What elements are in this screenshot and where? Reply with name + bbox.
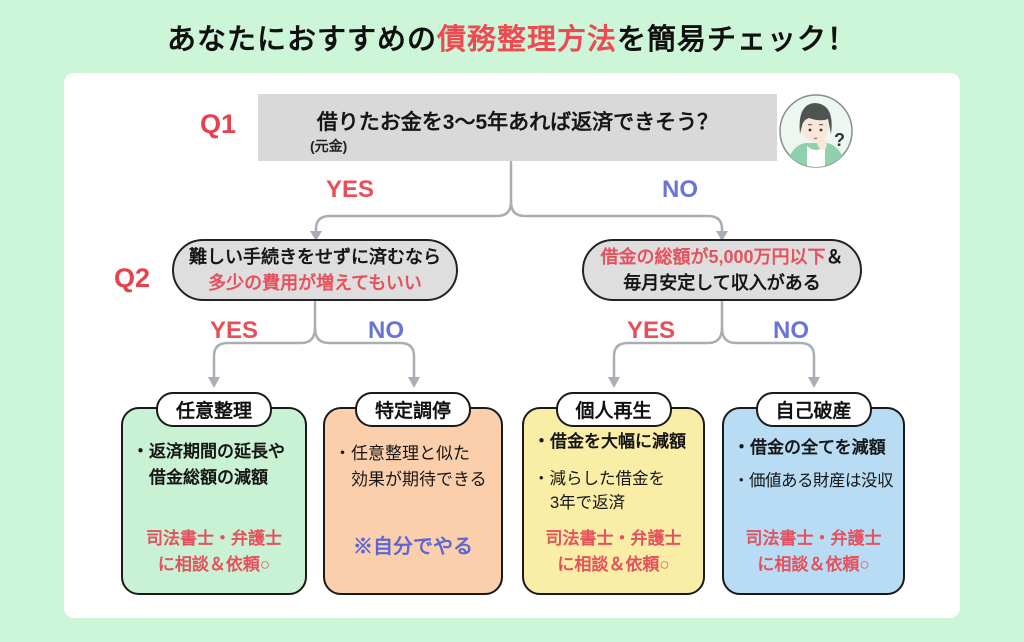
footer-line: に相談＆依頼○ xyxy=(757,554,870,574)
result-box-kojin-saisei: 個人再生 ・借金を大幅に減額 ・減らした借金を 3年で返済 司法書士・弁護士 に… xyxy=(522,392,705,595)
avatar-eye xyxy=(808,128,812,132)
bullet-line: ・減らした借金を xyxy=(533,469,665,488)
avatar-shirt xyxy=(807,146,825,167)
q2-right-line2: 毎月安定して収入がある xyxy=(623,273,821,293)
branch1-no-label: NO xyxy=(662,176,698,203)
q2-right-line1-suffix: ＆ xyxy=(825,246,844,267)
result-title-pill: 特定調停 xyxy=(354,392,472,427)
bullet-line: ・任意整理と似た xyxy=(334,444,470,463)
q1-note: (元金) xyxy=(310,137,348,154)
avatar-brow xyxy=(818,124,824,126)
q2-right-line1: 借金の総額が5,000万円以下＆ xyxy=(584,244,860,270)
branch2-right-yes-label: YES xyxy=(626,317,676,344)
branch2-left-yes-label: YES xyxy=(209,317,259,344)
q1-question-box: 借りたお金を3〜5年あれば返済できそう？ (元金) xyxy=(258,94,777,161)
title-highlight: 債務整理方法 xyxy=(436,24,617,56)
thinking-person-avatar: ? xyxy=(777,92,855,170)
result-bullets: ・任意整理と似た 効果が期待できる xyxy=(325,441,501,492)
footer-line: 司法書士・弁護士 xyxy=(146,529,282,548)
bullet-line: 借金総額の減額 xyxy=(149,467,268,487)
result-main-point: ・借金を大幅に減額 xyxy=(533,432,686,451)
footer-line: 司法書士・弁護士 xyxy=(545,529,682,548)
result-footer: ※自分でやる xyxy=(353,536,473,558)
q2-label: Q2 xyxy=(114,263,151,293)
result-bullets: ・減らした借金を 3年で返済 xyxy=(524,467,703,517)
result-footer: 司法書士・弁護士 に相談＆依頼○ xyxy=(546,526,682,577)
result-box-ninni-seiri: 任意整理 ・返済期間の延長や 借金総額の減額 司法書士・弁護士 に相談＆依頼○ xyxy=(121,392,307,595)
title-post: を簡易チェック！ xyxy=(617,24,858,56)
q2-right-condition-box: 借金の総額が5,000万円以下＆ 毎月安定して収入がある xyxy=(582,239,862,301)
avatar-question-mark: ? xyxy=(834,130,845,150)
branch2-right-no-label: NO xyxy=(773,317,809,344)
footer-line: に相談＆依頼○ xyxy=(157,554,271,574)
result-footer: 司法書士・弁護士 に相談＆依頼○ xyxy=(746,526,882,577)
branch2-left-no-label: NO xyxy=(368,317,404,344)
avatar-mouth xyxy=(813,137,818,140)
result-bullets: ・価値ある財産は没収 xyxy=(733,471,894,490)
q2-left-line2: 多少の費用が増えてもいい xyxy=(208,273,422,293)
result-title-pill: 個人再生 xyxy=(555,392,672,427)
result-bullets: ・返済期間の延長や 借金総額の減額 xyxy=(123,439,305,490)
q2-right-line1-highlight: 借金の総額が5,000万円以下 xyxy=(600,246,826,267)
result-title-pill: 任意整理 xyxy=(155,392,273,427)
q1-label: Q1 xyxy=(200,109,237,139)
q2-left-condition-box: 難しい手続きをせずに済むなら 多少の費用が増えてもいい xyxy=(172,239,458,301)
avatar-hair xyxy=(799,103,832,134)
q1-question-text: 借りたお金を3〜5年あれば返済できそう？ xyxy=(316,110,719,134)
result-box-jiko-hasan: 自己破産 ・借金の全てを減額 ・価値ある財産は没収 司法書士・弁護士 に相談＆依… xyxy=(722,392,905,595)
result-main-point: ・借金の全てを減額 xyxy=(733,438,886,457)
avatar-eye xyxy=(819,128,823,132)
page-title: あなたにおすすめの債務整理方法を簡易チェック！ xyxy=(0,16,1024,58)
branch1-yes-label: YES xyxy=(325,176,375,203)
result-footer: 司法書士・弁護士 に相談＆依頼○ xyxy=(146,526,282,577)
footer-line: に相談＆依頼○ xyxy=(557,554,670,574)
result-box-tokutei-chotei: 特定調停 ・任意整理と似た 効果が期待できる ※自分でやる xyxy=(323,392,503,595)
avatar-brow xyxy=(807,124,813,126)
bullet-line: 効果が期待できる xyxy=(351,469,487,489)
avatar-hand xyxy=(817,138,827,150)
q2-left-line1: 難しい手続きをせずに済むなら xyxy=(189,246,441,267)
bullet-line: 3年で返済 xyxy=(550,494,626,513)
bullet-line: ・返済期間の延長や xyxy=(132,442,285,461)
footer-line: 司法書士・弁護士 xyxy=(745,529,882,548)
title-pre: あなたにおすすめの xyxy=(166,24,437,56)
result-title-pill: 自己破産 xyxy=(755,392,872,427)
